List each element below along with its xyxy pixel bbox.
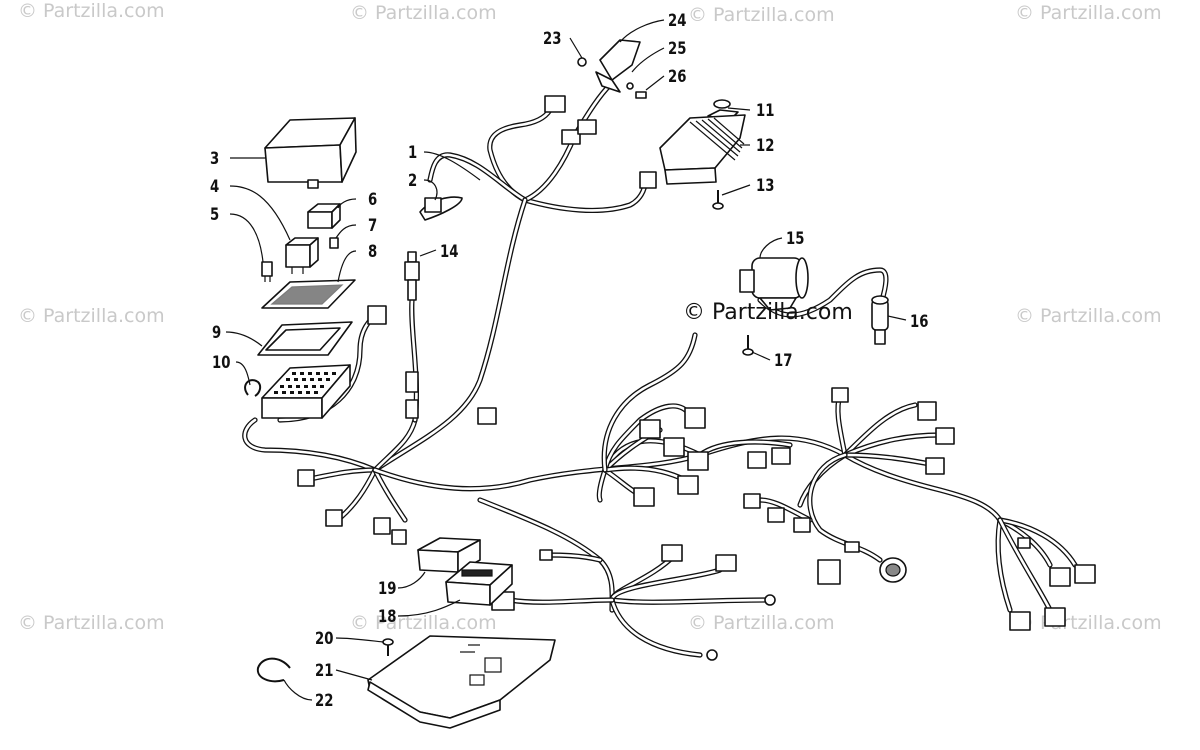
fuse-label — [261, 279, 356, 309]
watermark: © Partzilla.com — [18, 612, 165, 634]
callout-3: 3 — [210, 149, 220, 169]
callout-23: 23 — [543, 29, 562, 49]
fuse — [261, 261, 273, 282]
ecu-tray — [367, 635, 556, 729]
watermark: © Partzilla.com — [350, 2, 497, 24]
callout-17: 17 — [774, 351, 793, 371]
callout-7: 7 — [368, 216, 378, 236]
watermark: © Partzilla.com — [18, 0, 165, 22]
callout-13: 13 — [756, 176, 775, 196]
screw — [712, 190, 724, 210]
tray-clip — [256, 657, 291, 683]
watermark: © Partzilla.com — [18, 305, 165, 327]
watermark-center: © Partzilla.com — [683, 300, 853, 325]
callout-19: 19 — [378, 579, 397, 599]
callout-14: 14 — [440, 242, 459, 262]
bracket — [577, 39, 647, 99]
callout-18: 18 — [378, 607, 397, 627]
tray-screw — [382, 638, 394, 656]
watermark: © Partzilla.com — [688, 4, 835, 26]
wire-harness — [242, 82, 1078, 658]
small-relay — [307, 203, 341, 229]
fuse-box-base — [261, 364, 351, 419]
callout-1: 1 — [408, 143, 418, 163]
callout-6: 6 — [368, 190, 378, 210]
callout-25: 25 — [668, 39, 687, 59]
callout-2: 2 — [408, 171, 418, 191]
oxygen-sensor — [404, 251, 420, 419]
starter-solenoid — [739, 257, 809, 311]
leader-lines — [225, 19, 907, 701]
callout-8: 8 — [368, 242, 378, 262]
callout-24: 24 — [668, 11, 687, 31]
callout-10: 10 — [212, 353, 231, 373]
clip — [244, 379, 262, 397]
solenoid-screw — [742, 335, 754, 356]
callout-15: 15 — [786, 229, 805, 249]
watermark: © Partzilla.com — [688, 612, 835, 634]
voltage-regulator — [659, 114, 746, 185]
mini-fuse — [329, 237, 339, 249]
callout-4: 4 — [210, 177, 220, 197]
watermark: © Partzilla.com — [1015, 305, 1162, 327]
ecu — [445, 561, 513, 606]
watermark: © Partzilla.com — [350, 612, 497, 634]
harness-connectors — [297, 305, 1096, 661]
cdi-module — [417, 537, 481, 573]
fuse-box-gasket — [257, 321, 353, 356]
callout-21: 21 — [315, 661, 334, 681]
callout-26: 26 — [668, 67, 687, 87]
relay — [285, 237, 319, 274]
connector-2 — [419, 196, 463, 221]
callout-12: 12 — [756, 136, 775, 156]
callout-11: 11 — [756, 101, 775, 121]
callout-5: 5 — [210, 205, 220, 225]
callout-20: 20 — [315, 629, 334, 649]
plug — [871, 295, 889, 345]
watermark: © Partzilla.com — [1015, 2, 1162, 24]
callout-16: 16 — [910, 312, 929, 332]
callout-22: 22 — [315, 691, 334, 711]
connector-upper — [544, 95, 657, 189]
callout-9: 9 — [212, 323, 222, 343]
relay-box-cover — [264, 117, 357, 189]
